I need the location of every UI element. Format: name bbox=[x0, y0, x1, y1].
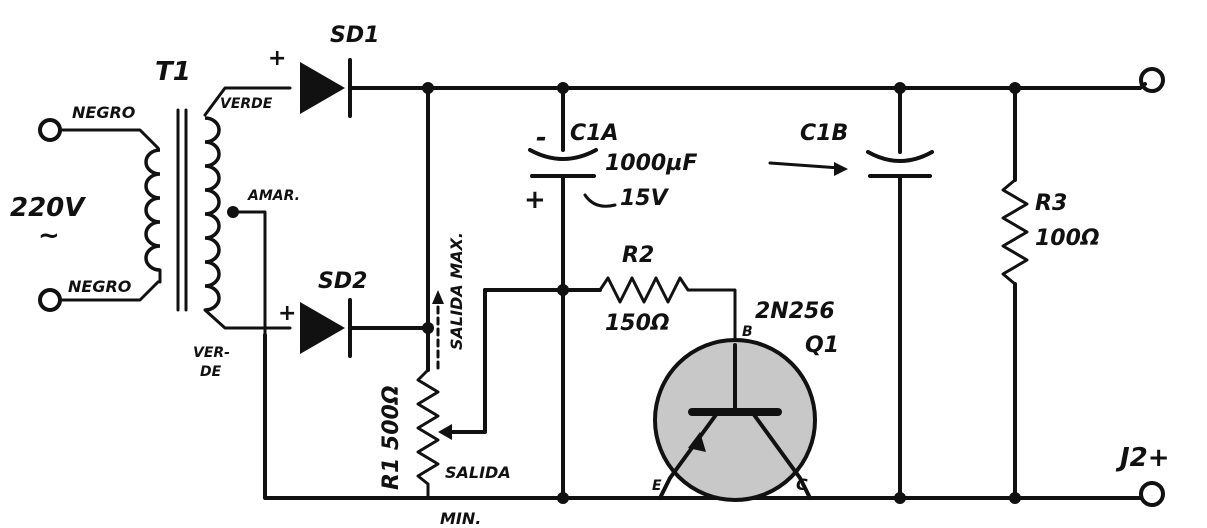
label-min: MIN. bbox=[440, 509, 481, 528]
label-cap-minus: - bbox=[536, 123, 547, 153]
label-negro-top: NEGRO bbox=[72, 103, 136, 122]
label-pin-e: E bbox=[652, 478, 662, 494]
label-pin-b: B bbox=[742, 324, 753, 340]
capacitor-c1a bbox=[483, 86, 617, 500]
label-amar: AMAR. bbox=[247, 188, 300, 204]
label-verde-bottom-2: DE bbox=[200, 364, 222, 380]
label-plus-sd2: + bbox=[278, 301, 296, 326]
label-r3: R3 bbox=[1035, 191, 1067, 216]
label-pin-c: C bbox=[796, 475, 808, 494]
diode-sd2 bbox=[300, 298, 352, 358]
label-c1a: C1A bbox=[570, 121, 618, 146]
mains-terminal-top[interactable] bbox=[38, 118, 62, 142]
label-cap-voltage: 15V bbox=[620, 186, 670, 211]
potentiometer-r1 bbox=[416, 288, 487, 500]
label-negro-bottom: NEGRO bbox=[68, 277, 132, 296]
label-r1: R1 500Ω bbox=[379, 385, 404, 490]
resistor-r3 bbox=[1001, 86, 1029, 500]
primary-winding bbox=[38, 118, 162, 312]
label-q1: Q1 bbox=[805, 333, 839, 358]
label-plus-sd1: + bbox=[268, 46, 286, 71]
label-mains-voltage: 220V bbox=[10, 193, 86, 223]
label-r2-value: 150Ω bbox=[605, 311, 670, 336]
label-r3-value: 100Ω bbox=[1035, 226, 1100, 251]
label-cap-plus: + bbox=[524, 185, 546, 215]
diode-sd1 bbox=[300, 58, 352, 118]
label-sd2: SD2 bbox=[318, 269, 367, 294]
ground-rail bbox=[263, 333, 1142, 500]
output-terminal-j2[interactable] bbox=[1139, 481, 1165, 507]
transformer-core bbox=[176, 108, 188, 312]
label-ac-symbol: ~ bbox=[38, 221, 60, 251]
label-r2: R2 bbox=[622, 243, 654, 268]
label-c1b: C1B bbox=[800, 121, 848, 146]
label-q1-type: 2N256 bbox=[755, 299, 835, 324]
capacitor-c1b bbox=[768, 86, 934, 500]
label-salida-max: SALIDA MAX. bbox=[447, 232, 466, 350]
label-salida: SALIDA bbox=[445, 463, 511, 482]
label-verde-top: VERDE bbox=[220, 96, 273, 112]
transistor-q1 bbox=[653, 338, 817, 502]
label-sd1: SD1 bbox=[330, 23, 379, 48]
label-cap-value: 1000µF bbox=[605, 151, 697, 176]
resistor-r2 bbox=[598, 276, 737, 347]
output-terminal-top[interactable] bbox=[1139, 67, 1165, 93]
mains-terminal-bottom[interactable] bbox=[38, 288, 62, 312]
label-j2: J2+ bbox=[1115, 443, 1170, 473]
label-t1: T1 bbox=[155, 57, 191, 87]
secondary-winding bbox=[203, 86, 292, 337]
label-verde-bottom-1: VER- bbox=[193, 345, 230, 361]
